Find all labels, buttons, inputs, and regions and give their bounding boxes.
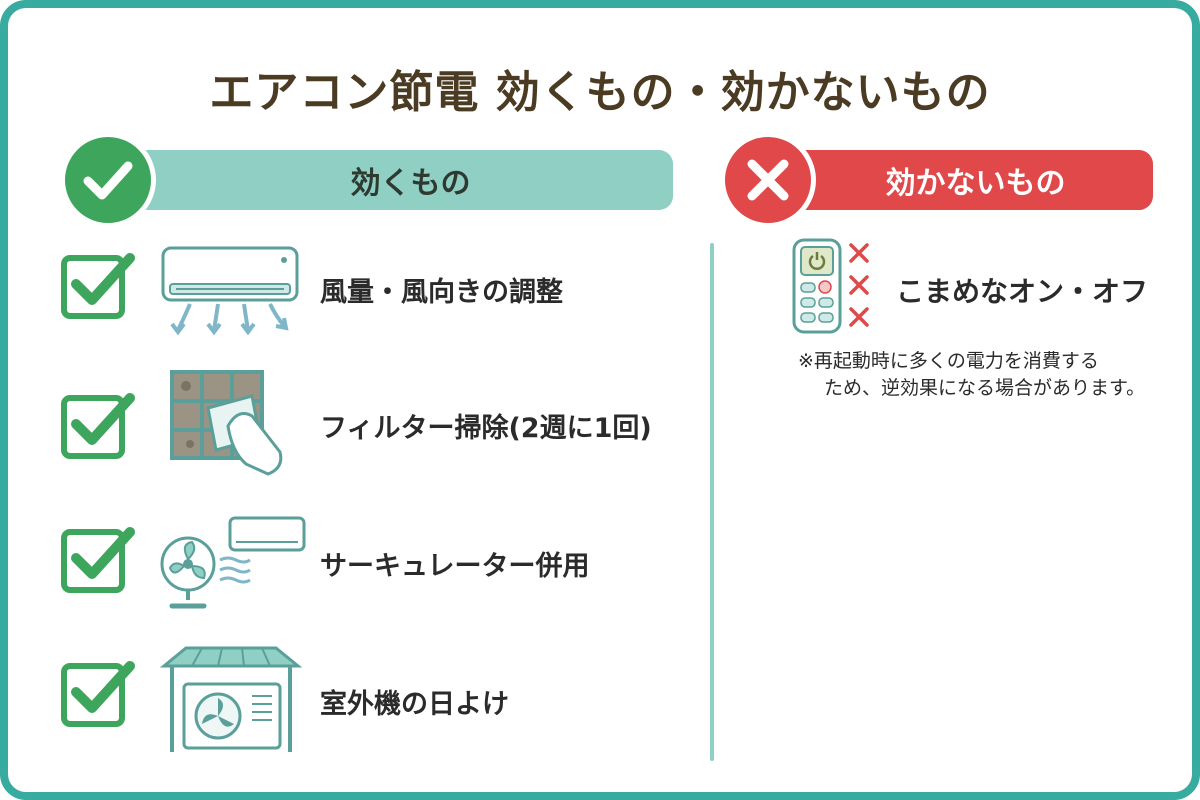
checkbox-checked-icon — [58, 386, 138, 466]
checkmark-circle-icon — [60, 132, 156, 228]
page-title: エアコン節電 効くもの・効かないもの — [209, 67, 991, 118]
small-cross-marks-icon — [848, 242, 872, 332]
effective-item-label: サーキュレーター併用 — [320, 551, 590, 582]
column-divider — [710, 243, 714, 761]
footnote-line1: ※再起動時に多くの電力を消費する — [798, 350, 1099, 372]
effective-item-label: フィルター掃除(2週に1回) — [320, 413, 652, 444]
circulator-fan-icon — [158, 514, 308, 610]
checkbox-checked-icon — [58, 520, 138, 600]
remote-control-icon — [792, 238, 842, 334]
effective-item-label: 風量・風向きの調整 — [320, 277, 563, 308]
cross-circle-icon — [720, 132, 816, 228]
ineffective-item-label: こまめなオン・オフ — [896, 275, 1149, 308]
footnote-line2: ため、逆効果になる場合があります。 — [824, 377, 1146, 399]
effective-item-label: 室外機の日よけ — [320, 689, 509, 720]
checkbox-checked-icon — [58, 246, 138, 326]
footnote: ※再起動時に多くの電力を消費する ため、逆効果になる場合があります。 — [798, 348, 1178, 402]
air-conditioner-airflow-icon — [160, 244, 300, 339]
effective-header-label: 効くもの — [350, 166, 471, 201]
effective-header: 効くもの — [108, 150, 673, 210]
ineffective-header: 効かないもの — [758, 150, 1153, 210]
outdoor-unit-shade-icon — [158, 644, 304, 756]
checkbox-checked-icon — [58, 654, 138, 734]
filter-cleaning-icon — [168, 368, 290, 480]
ineffective-header-label: 効かないもの — [885, 166, 1066, 201]
